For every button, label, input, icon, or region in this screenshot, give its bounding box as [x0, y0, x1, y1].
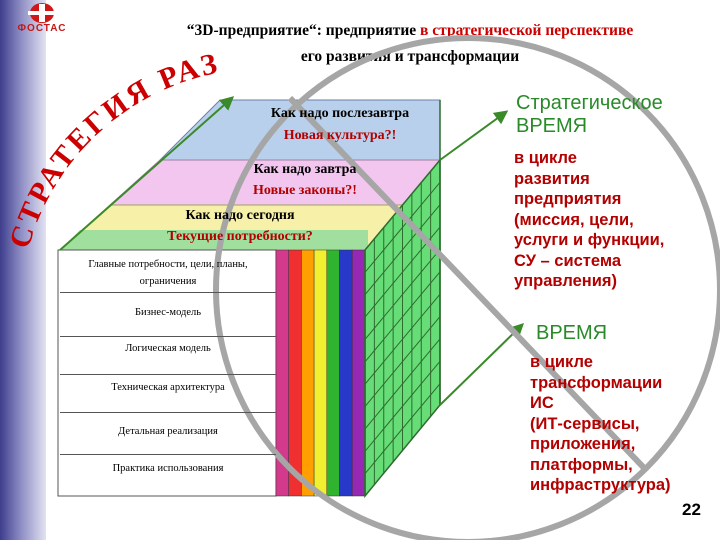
right-top-line: управления): [514, 272, 617, 290]
grid-line-horizontal: [364, 338, 441, 430]
right-bottom-text: в цикле трансформации ИС (ИТ-сервисы, пр…: [530, 352, 716, 496]
lower-arrow: [439, 323, 525, 406]
row-6-label: Практика использования: [112, 463, 224, 474]
prohibition-circle: [213, 35, 720, 540]
right-top-line: развития: [514, 169, 590, 188]
page-title: “3D-предприятие“: предприятие в стратеги…: [110, 18, 710, 70]
band-3: Как надо сегодня Текущие потребности?: [110, 208, 370, 250]
row-4-label: Техническая архитектура: [111, 382, 225, 393]
band-1-line2: Новая культура?!: [283, 128, 397, 143]
logo-text: ФОСТАС: [17, 23, 67, 34]
color-stripe: [301, 249, 315, 497]
row-panel: [57, 249, 277, 497]
band-3-line1: Как надо сегодня: [185, 208, 295, 223]
left-arrow: [59, 96, 235, 251]
title-line-2: его развития и трансформации: [300, 48, 520, 65]
prohibition-diagonal: [287, 95, 649, 473]
fostas-logo: ФОСТАС: [4, 2, 80, 36]
row-2: Бизнес-модель: [60, 300, 276, 337]
color-stripe: [313, 249, 328, 497]
grid-line-horizontal: [364, 316, 441, 407]
page-number: 22: [682, 500, 701, 519]
band-1-line1: Как надо послезавтра: [270, 106, 410, 121]
upper-arrow: [439, 110, 509, 161]
row-1: Главные потребности, цели, планы, ограни…: [60, 256, 276, 293]
right-top-line: (миссия, цели,: [514, 210, 634, 229]
right-bottom-line: инфраструктура): [530, 476, 671, 494]
grid-line-horizontal: [364, 383, 441, 474]
right-top-line: услуги и функции,: [514, 231, 665, 249]
row-5: Детальная реализация: [60, 420, 276, 455]
right-top-line: предприятия: [514, 190, 622, 208]
color-stripe: [326, 249, 340, 497]
band-2-line1: Как надо завтра: [253, 162, 357, 177]
row-6: Практика использования: [60, 456, 276, 494]
right-bottom-line: приложения,: [530, 435, 636, 453]
color-stripe: [351, 249, 366, 497]
right-bottom-line: (ИТ-сервисы,: [530, 414, 640, 433]
band-2: Как надо завтра Новые законы?!: [170, 162, 440, 204]
band-1: Как надо послезавтра Новая культура?!: [240, 104, 440, 160]
right-top-text: в цикле развития предприятия (миссия, це…: [514, 148, 714, 292]
right-bottom-line: ИС: [530, 394, 554, 412]
right-bottom-header: ВРЕМЯ: [536, 322, 608, 344]
grid-line-horizontal: [364, 249, 441, 340]
band-3-line2: Текущие потребности?: [167, 229, 313, 244]
row-3-label: Логическая модель: [125, 343, 211, 354]
row-5-label: Детальная реализация: [118, 426, 218, 437]
grid-line-horizontal: [364, 204, 441, 296]
right-bottom-line: в цикле: [530, 353, 593, 371]
row-2-label: Бизнес-модель: [134, 307, 202, 318]
grid-line-horizontal: [364, 293, 441, 385]
right-bottom-line: платформы,: [530, 455, 633, 474]
right-top-header: Стратегическое ВРЕМЯ: [516, 92, 663, 137]
row-4: Техническая архитектура: [60, 376, 276, 413]
color-stripe: [339, 249, 353, 497]
row-1-label: Главные потребности, цели, планы, ограни…: [88, 259, 248, 287]
title-line-1: “3D-предприятие“: предприятие в стратеги…: [110, 18, 710, 44]
left-sidebar-gradient: [0, 0, 46, 540]
band-current-strip: [60, 230, 368, 250]
grid-line-horizontal: [364, 360, 441, 452]
band-2-line2: Новые законы?!: [253, 183, 357, 198]
color-stripe: [288, 249, 302, 497]
logo-emblem-icon: [28, 3, 56, 23]
grid-line-horizontal: [364, 271, 441, 363]
grid-line-horizontal: [364, 182, 441, 273]
right-top-line: в цикле: [514, 149, 577, 167]
title-highlight: в стратегической перспективе: [420, 22, 634, 39]
title-prefix: “3D-предприятие“: предприятие: [186, 22, 421, 39]
grid-lines: [364, 171, 441, 485]
right-bottom-line: трансформации: [530, 373, 663, 392]
color-stripes: [275, 249, 366, 497]
right-top-line: СУ – система: [514, 251, 622, 270]
row-3: Логическая модель: [60, 338, 276, 375]
